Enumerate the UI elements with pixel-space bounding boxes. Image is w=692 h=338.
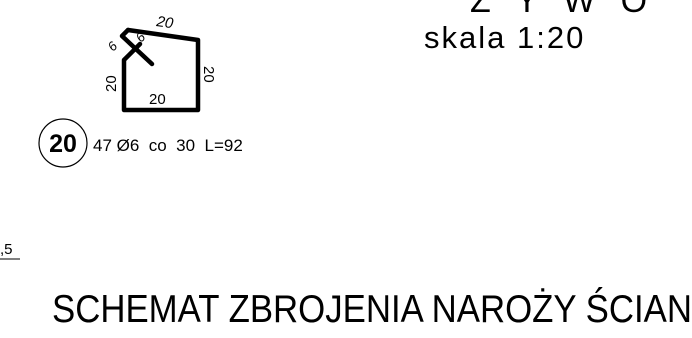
position-number: 20: [49, 130, 77, 158]
bar-spec-text: 47 Ø6 co 30 L=92: [93, 136, 243, 155]
stirrup-outline: [121, 27, 201, 113]
scale-label: skala 1:20: [424, 20, 585, 55]
header-title-partial: Z Y W O: [470, 0, 655, 20]
dim-right-label: 20: [200, 66, 217, 83]
dim-hook-a-label: 6: [105, 38, 121, 54]
dim-bottom-label: 20: [149, 91, 166, 108]
bar-shape: [119, 27, 201, 113]
left-fragment-text: ,5: [0, 241, 13, 258]
dim-left-label: 20: [103, 75, 120, 92]
position-bubble: [38, 118, 88, 168]
drawing-title: SCHEMAT ZBROJENIA NAROŻY ŚCIAN: [52, 286, 692, 331]
dim-top-label: 20: [154, 13, 175, 32]
stirrup-hook: [119, 27, 155, 67]
